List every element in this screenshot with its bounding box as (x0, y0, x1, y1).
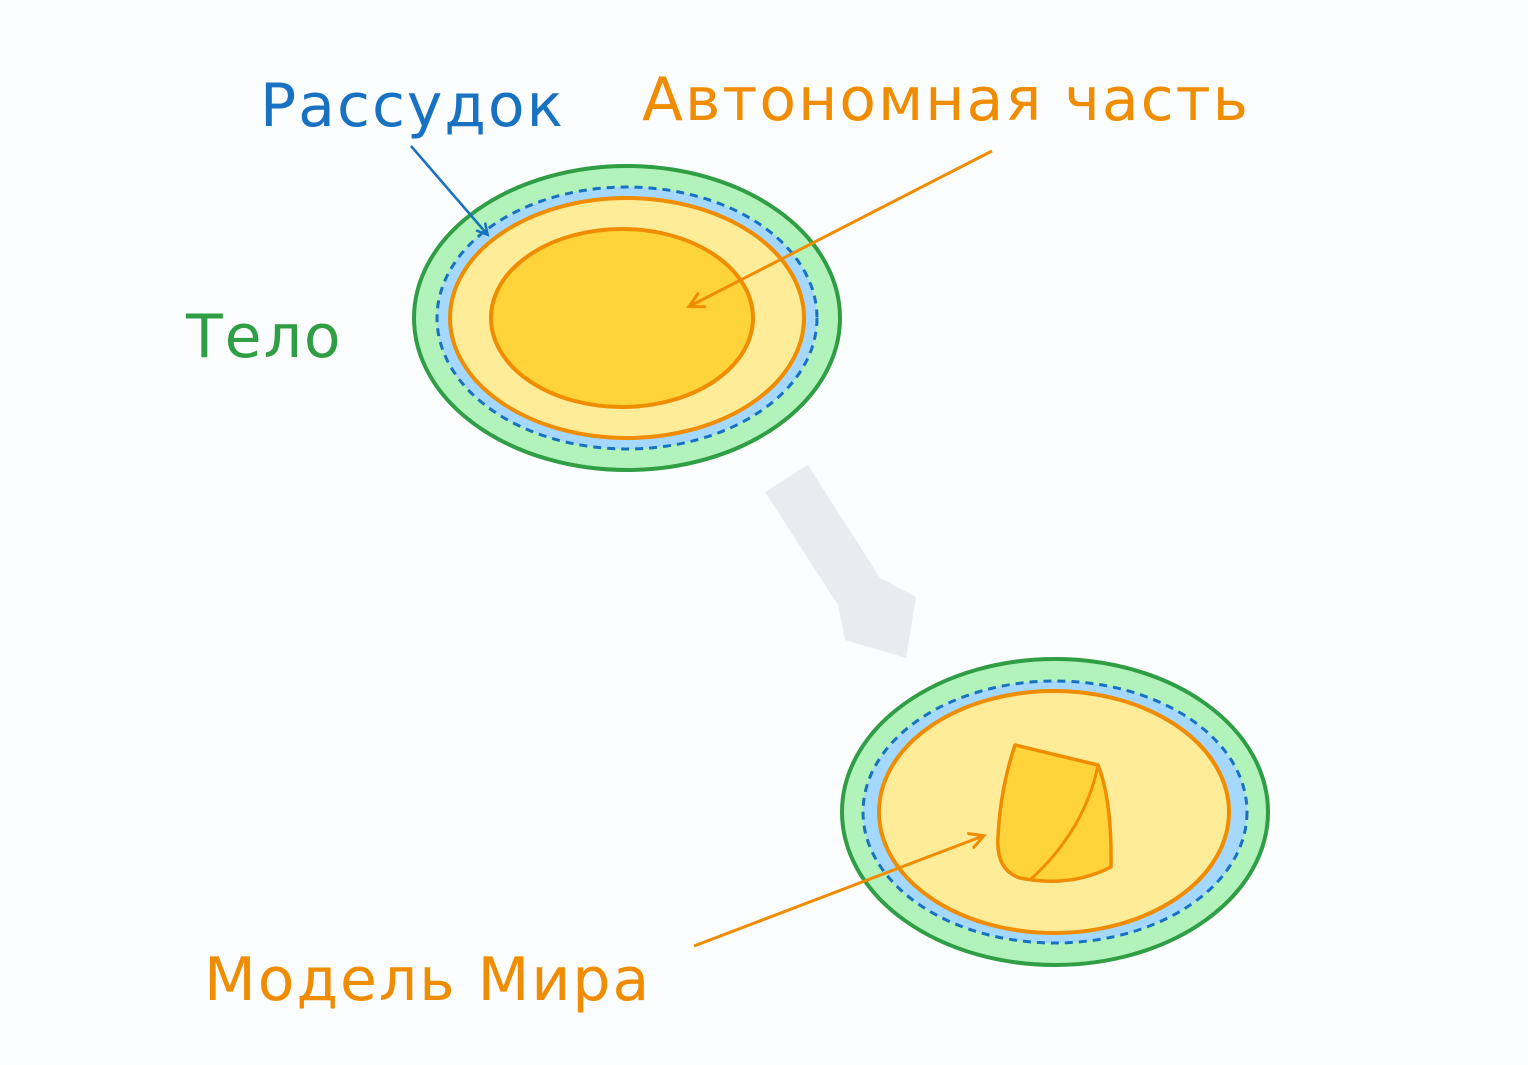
label-autonomous-part: Автономная часть (642, 65, 1250, 135)
bottom-figure (840, 657, 1270, 967)
world-model-shape (996, 743, 1113, 883)
world-model-pointer-arrow (693, 836, 983, 948)
label-mind: Рассудок (260, 71, 565, 141)
label-world-model: Модель Мира (204, 945, 651, 1015)
mind-boundary-bottom (861, 679, 1249, 945)
label-body: Тело (185, 302, 343, 372)
mind-boundary-top (435, 185, 819, 451)
mind-pointer-arrow (410, 145, 487, 234)
top-figure (412, 164, 842, 472)
autonomous-part-shape (489, 227, 755, 409)
autonomous-pointer-arrow (690, 149, 993, 306)
transition-arrow (765, 465, 916, 658)
